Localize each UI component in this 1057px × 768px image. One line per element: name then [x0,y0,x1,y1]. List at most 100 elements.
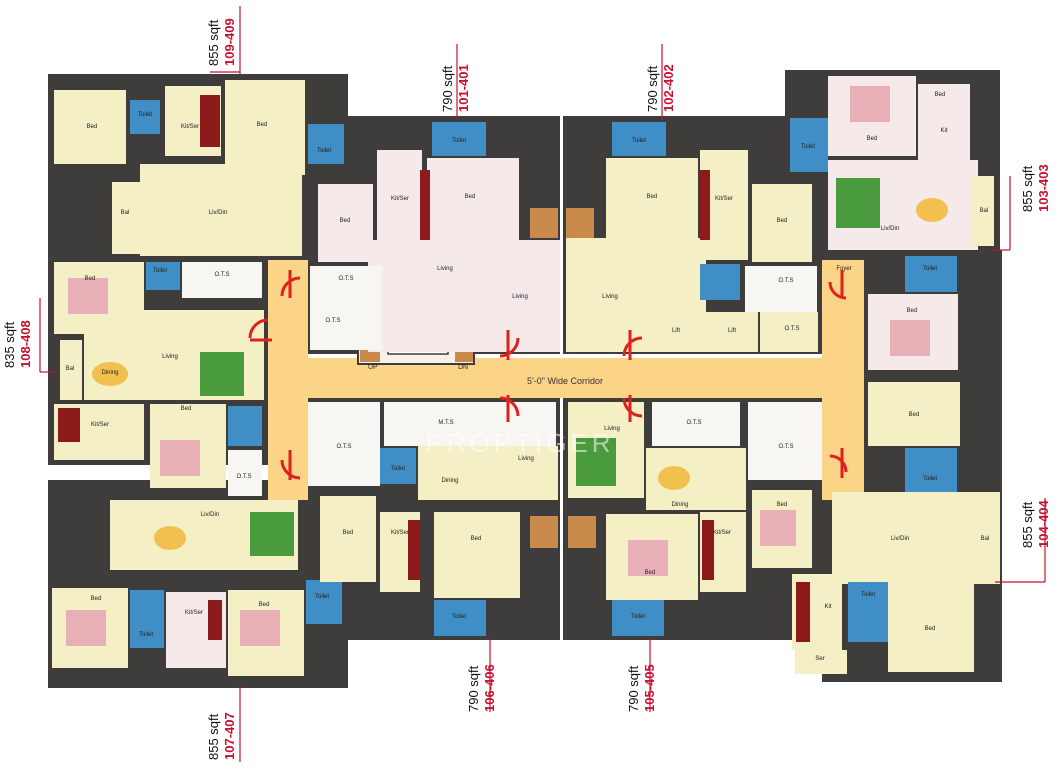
room-label: Bed [645,570,656,576]
unit-label-107-407: 855 sqft 107-407 [206,694,240,760]
room-label: Dining [101,370,118,376]
room-label: Toilet [452,138,466,144]
unit-code: 109-409 [222,18,237,66]
room-label: Toilet [923,476,937,482]
corridor-label: 5'-0" Wide Corridor [527,376,603,386]
unit-area: 855 sqft [206,19,221,66]
room-label: Bed [777,502,788,508]
room-label: Living [602,294,618,300]
room-label: Toilet [452,614,466,620]
room-label: Bed [257,122,268,128]
room-label: Bed [647,194,658,200]
unit-code: 101-401 [456,64,471,112]
unit-area: 855 sqft [1020,165,1035,212]
room-label: Ser [815,656,824,662]
room-label: Toilet [138,112,152,118]
room-label: Liv/Din [891,536,909,542]
room-label: Liv/Din [209,210,227,216]
room-label: Bed [925,626,936,632]
room-label: Bal [981,536,990,542]
unit-code: 105-405 [642,664,657,712]
room-label: Kit/Ser [391,530,409,536]
room-label: Foyer [836,266,851,272]
unit-area: 790 sqft [466,665,481,712]
room-label: Bed [465,194,476,200]
unit-code: 104-404 [1036,500,1051,548]
room-label: Bed [907,308,918,314]
room-label: Toilet [391,466,405,472]
unit-code: 107-407 [222,712,237,760]
room-label: Bed [867,136,878,142]
room-label: Bal [66,366,75,372]
room-label: Bal [121,210,130,216]
unit-label-103-403: 855 sqft 103-403 [1020,146,1054,212]
room-label: O.T.S [338,276,353,282]
watermark: PROPTIGER [425,428,614,458]
room-label: Toilet [861,592,875,598]
unit-leader-lines [39,6,1046,762]
room-label: O.T.S [784,326,799,332]
room-label: Liv/Din [881,226,899,232]
unit-label-104-404: 855 sqft 104-404 [1020,482,1054,548]
room-label: Bed [909,412,920,418]
unit-label-109-409: 855 sqft 109-409 [206,0,240,66]
unit-area: 790 sqft [440,65,455,112]
room-label: Dining [441,478,458,484]
room-label: Kit/Ser [185,610,203,616]
room-label: O.T.S [336,444,351,450]
room-label: Toilet [631,614,645,620]
room-label: Bed [87,124,98,130]
room-label: Bal [980,208,989,214]
room-label: Bed [259,602,270,608]
room-label: Bed [343,530,354,536]
room-label: Toilet [315,594,329,600]
room-label: O.T.S [686,420,701,426]
unit-label-102-402: 790 sqft 102-402 [645,46,679,112]
room-label: O.T.S [778,278,793,284]
unit-area: 855 sqft [206,713,221,760]
room-label: Toilet [801,144,815,150]
room-label: O.T.S [778,444,793,450]
room-label: Toilet [317,148,331,154]
room-label: Bed [777,218,788,224]
room-label: Bed [471,536,482,542]
room-label: Liv/Din [201,512,219,518]
unit-label-105-405: 790 sqft 105-405 [626,646,660,712]
room-label: Bed [85,276,96,282]
room-label: M.T.S [438,420,453,426]
room-label: Kit/Ser [715,196,733,202]
unit-label-101-401: 790 sqft 101-401 [440,46,474,112]
room-label: Kit/Ser [91,422,109,428]
unit-area: 790 sqft [645,65,660,112]
stair-up-label: UP [368,364,378,371]
room-label: Dining [671,502,688,508]
unit-area: 835 sqft [2,321,17,368]
unit-code: 103-403 [1036,164,1051,212]
room-label: Toilet [632,138,646,144]
room-label: Lift [672,328,680,334]
room-label: Bed [91,596,102,602]
unit-code: 108-408 [18,320,33,368]
room-label: Kit [940,128,947,134]
room-label: Kit [824,604,831,610]
room-label: Living [518,456,534,462]
stair-down-label: DN [458,364,468,371]
room-label: Lift [728,328,736,334]
entry-markers [248,270,848,480]
room-label: Living [437,266,453,272]
room-label: Toilet [139,632,153,638]
room-label: Bed [181,406,192,412]
unit-label-106-406: 790 sqft 106-406 [466,646,500,712]
unit-label-108-408: 835 sqft 108-408 [2,302,36,368]
room-label: Toilet [923,266,937,272]
room-label: Living [162,354,178,360]
room-label: Bed [340,218,351,224]
unit-area: 790 sqft [626,665,641,712]
unit-code: 102-402 [661,64,676,112]
room-label: Kit/Ser [181,124,199,130]
unit-code: 106-406 [482,664,497,712]
unit-area: 855 sqft [1020,501,1035,548]
furniture [58,86,948,646]
room-label: Kit/Ser [391,196,409,202]
